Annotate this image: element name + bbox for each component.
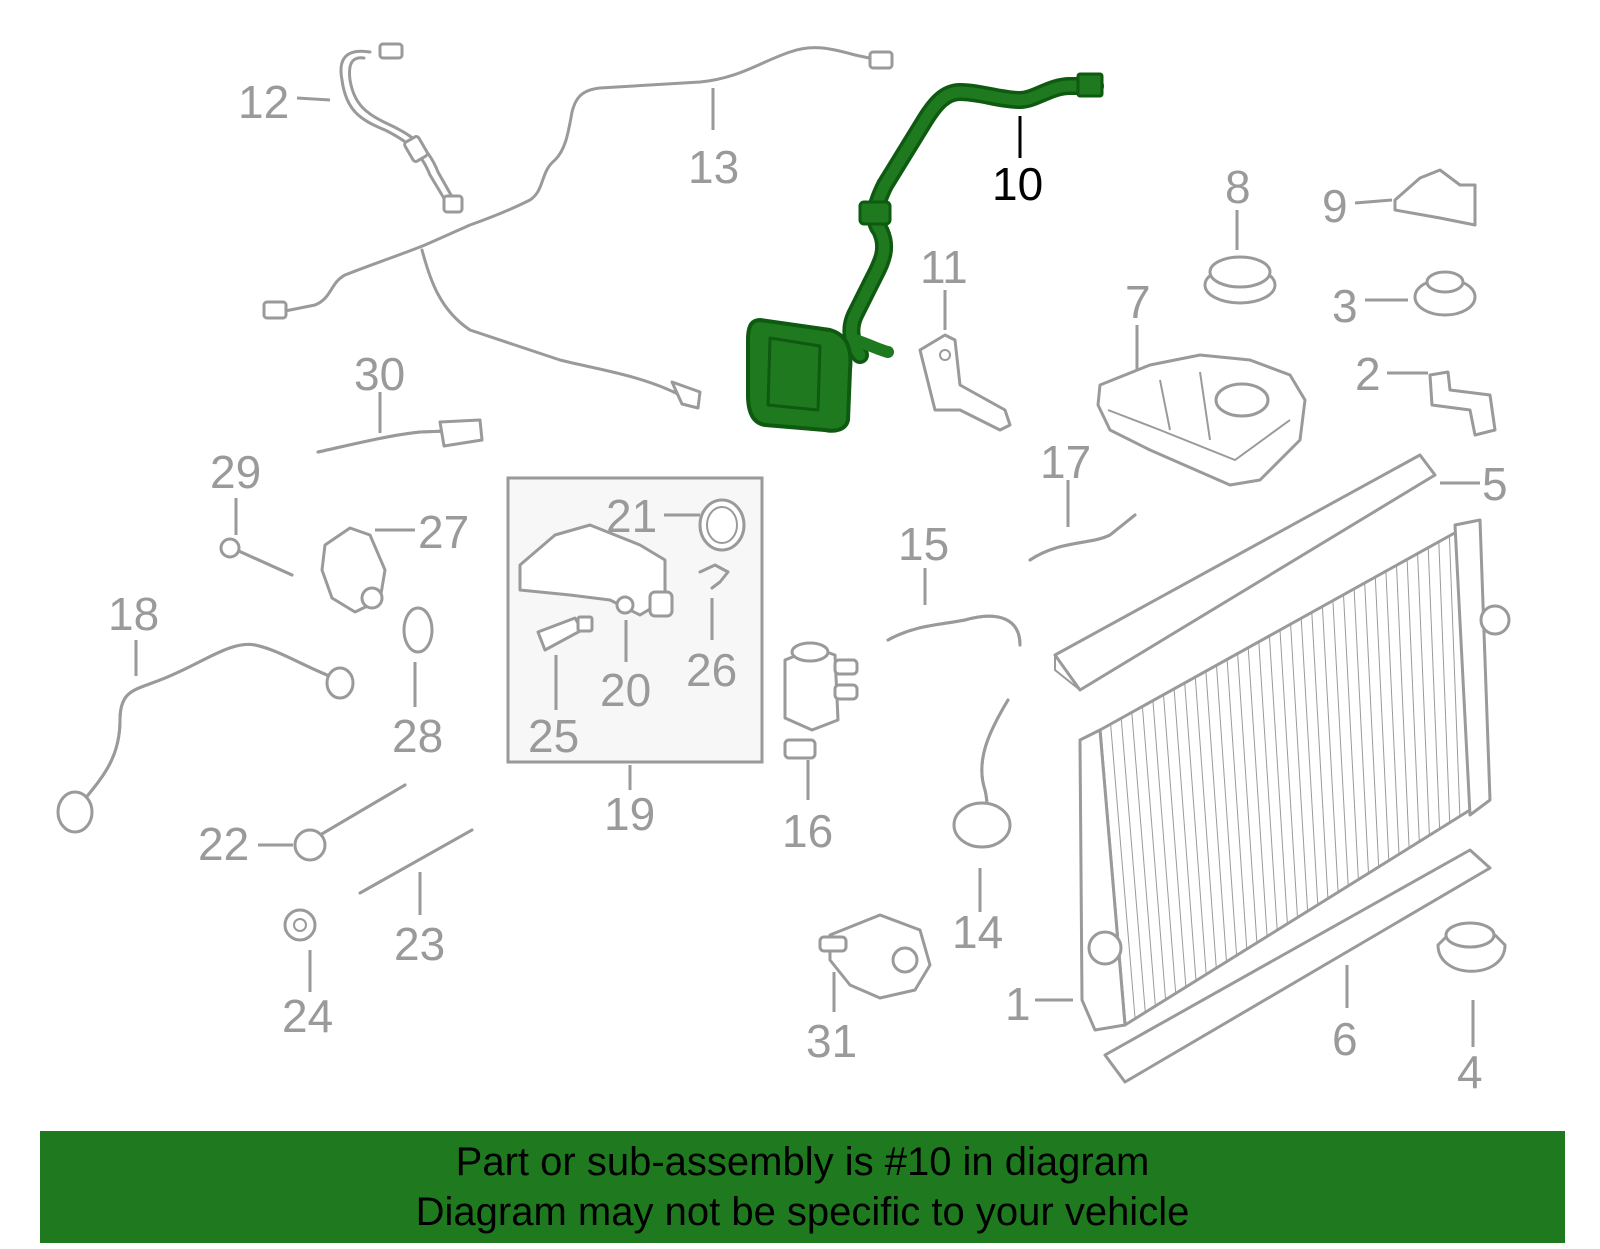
callout-label-1[interactable]: 1	[1005, 978, 1031, 1030]
callout-arrows	[134, 88, 1480, 1047]
part-18-hose[interactable]	[56, 642, 355, 834]
part-7-coolant-reservoir[interactable]	[1096, 353, 1307, 487]
callout-label-17[interactable]: 17	[1040, 436, 1091, 488]
part-14-hose[interactable]	[952, 698, 1012, 849]
info-banner: Part or sub-assembly is #10 in diagram D…	[40, 1131, 1565, 1243]
part-10-heater-hose[interactable]	[746, 72, 1104, 433]
callout-label-29[interactable]: 29	[210, 446, 261, 498]
part-2-fitting[interactable]	[1428, 370, 1497, 437]
part-4-bushing[interactable]	[1436, 921, 1507, 973]
part-3-grommet[interactable]	[1413, 270, 1477, 317]
part-30-hose[interactable]	[316, 418, 484, 454]
part-11-bracket[interactable]	[918, 333, 1012, 432]
part-28-clamp[interactable]	[402, 606, 434, 654]
part-8-cap[interactable]	[1203, 255, 1277, 305]
part-16-valve[interactable]	[783, 641, 859, 760]
part-24-nut[interactable]	[283, 908, 317, 942]
banner-line-disclaimer: Diagram may not be specific to your vehi…	[415, 1190, 1190, 1234]
part-27-housing[interactable]	[320, 526, 387, 614]
callout-labels: 12 13 10 11 8 9 3 2 7 5 17 15 30 29 27 2…	[108, 76, 1508, 1098]
callout-label-23[interactable]: 23	[394, 918, 445, 970]
callout-label-10[interactable]: 10	[992, 158, 1043, 210]
callout-label-20[interactable]: 20	[600, 664, 651, 716]
part-17-hose[interactable]	[1028, 513, 1137, 562]
part-19-group-box[interactable]	[506, 476, 764, 764]
callout-label-11[interactable]: 11	[920, 241, 968, 293]
callout-label-26[interactable]: 26	[686, 644, 737, 696]
callout-label-31[interactable]: 31	[806, 1015, 857, 1067]
callout-label-14[interactable]: 14	[952, 906, 1003, 958]
callout-label-25[interactable]: 25	[528, 710, 579, 762]
callout-label-9[interactable]: 9	[1322, 180, 1348, 232]
callout-label-22[interactable]: 22	[198, 818, 249, 870]
callout-label-13[interactable]: 13	[688, 141, 739, 193]
part-15-hose[interactable]	[886, 614, 1022, 647]
callout-label-12[interactable]: 12	[238, 76, 289, 128]
callout-label-2[interactable]: 2	[1355, 348, 1381, 400]
part-9-clip[interactable]	[1393, 168, 1477, 227]
callout-label-6[interactable]: 6	[1332, 1013, 1358, 1065]
banner-line-part-number: Part or sub-assembly is #10 in diagram	[455, 1140, 1150, 1184]
callout-label-21[interactable]: 21	[606, 490, 657, 542]
callout-label-16[interactable]: 16	[782, 805, 833, 857]
callout-label-15[interactable]: 15	[898, 518, 949, 570]
part-13-line-assembly[interactable]	[262, 46, 894, 410]
part-29-bolt[interactable]	[219, 537, 294, 577]
callout-label-8[interactable]: 8	[1225, 161, 1251, 213]
callout-label-24[interactable]: 24	[282, 990, 333, 1042]
part-6-lower-seal[interactable]	[1103, 848, 1492, 1084]
part-5-upper-seal[interactable]	[1053, 453, 1437, 692]
part-31-thermostat-housing[interactable]	[818, 913, 932, 1000]
callout-label-7[interactable]: 7	[1125, 276, 1151, 328]
callout-label-27[interactable]: 27	[418, 506, 469, 558]
part-1-radiator[interactable]	[1078, 518, 1511, 1032]
callout-label-18[interactable]: 18	[108, 588, 159, 640]
callout-label-5[interactable]: 5	[1482, 458, 1508, 510]
callout-label-28[interactable]: 28	[392, 710, 443, 762]
part-12-hose[interactable]	[339, 42, 464, 214]
part-22-bolt[interactable]	[293, 783, 407, 862]
callout-label-19[interactable]: 19	[604, 788, 655, 840]
callout-label-30[interactable]: 30	[354, 348, 405, 400]
part-23-pin[interactable]	[358, 828, 474, 895]
callout-label-4[interactable]: 4	[1457, 1046, 1483, 1098]
part-26-clip	[698, 563, 730, 590]
callout-label-3[interactable]: 3	[1332, 280, 1358, 332]
